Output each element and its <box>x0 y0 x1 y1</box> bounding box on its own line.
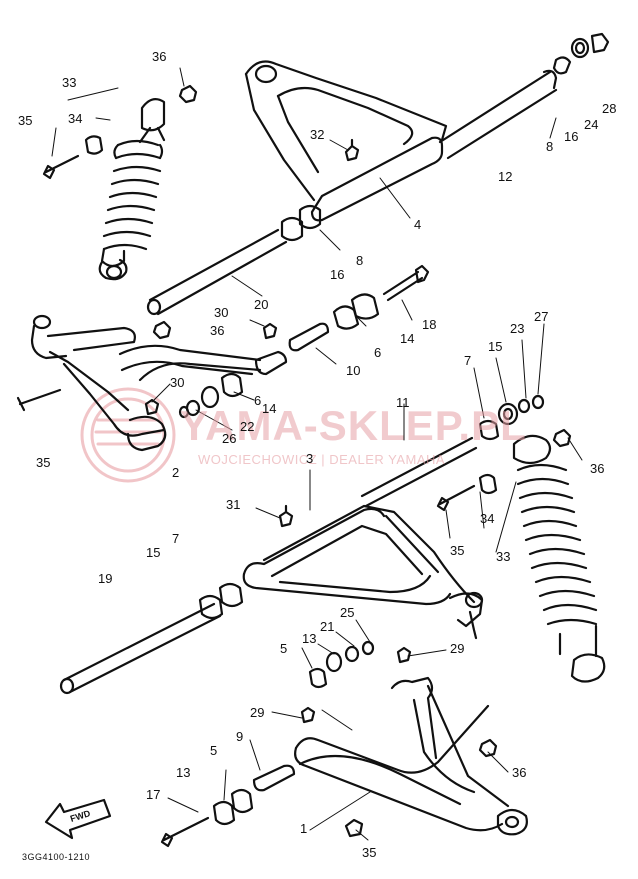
grease-nipple-30-icon <box>144 322 278 416</box>
callout-36-a: 36 <box>152 49 167 64</box>
fwd-arrow-icon <box>44 798 112 840</box>
callout-33-a: 33 <box>62 75 77 90</box>
callout-3: 3 <box>306 451 314 466</box>
callout-35-b: 35 <box>36 455 51 470</box>
callout-12: 12 <box>498 169 513 184</box>
callout-13-b: 13 <box>176 765 191 780</box>
nut-36-mid-icon <box>152 320 172 340</box>
callout-33-b: 33 <box>496 549 511 564</box>
callout-9: 9 <box>236 729 244 744</box>
frame-bracket-4 <box>244 60 558 222</box>
washers-16-24-28-icon <box>552 32 610 75</box>
middle-a-arm-3 <box>198 504 484 640</box>
drawing-code: 3GG4100-1210 <box>22 852 91 862</box>
callout-35-d: 35 <box>362 845 377 860</box>
callout-17: 17 <box>146 787 161 802</box>
nut-36-top-icon <box>178 84 198 104</box>
washers-5-13-21-25-icon <box>308 640 375 689</box>
callout-5-b: 5 <box>210 743 218 758</box>
callout-13-a: 13 <box>302 631 317 646</box>
bolt-35-right-icon <box>436 473 498 512</box>
callout-16-a: 16 <box>564 129 579 144</box>
callout-25: 25 <box>340 605 355 620</box>
left-shock-absorber <box>98 97 166 281</box>
shaft-20 <box>146 228 288 316</box>
callout-28: 28 <box>602 101 617 116</box>
bushings-8-16-icon <box>280 204 322 242</box>
callout-31: 31 <box>226 497 241 512</box>
callout-19: 19 <box>98 571 113 586</box>
watermark-title: YAMA-SKLEP.PL <box>180 402 527 449</box>
nut-36-right-icon <box>552 428 572 448</box>
nut-36-lower-icon <box>478 738 498 758</box>
callout-20: 20 <box>254 297 269 312</box>
bushings-6-14-icon <box>332 293 380 330</box>
callout-11: 11 <box>396 395 410 410</box>
watermark-subtitle: WOJCIECHOWICZ | DEALER YAMAHA <box>198 452 446 467</box>
callout-29-b: 29 <box>250 705 265 720</box>
callout-30-b: 30 <box>170 375 185 390</box>
callout-7-a: 7 <box>464 353 472 368</box>
callout-32: 32 <box>310 127 325 142</box>
callout-26: 26 <box>222 431 237 446</box>
upper-a-arm-2 <box>16 314 288 452</box>
spacer-10-icon <box>288 322 330 352</box>
callout-22: 22 <box>240 419 255 434</box>
callout-35-c: 35 <box>450 543 465 558</box>
callout-14-b: 14 <box>262 401 277 416</box>
callout-35-a: 35 <box>18 113 33 128</box>
callout-8-b: 8 <box>356 253 364 268</box>
bolt-18-icon <box>382 264 430 302</box>
lower-a-arm-1 <box>160 676 528 848</box>
callout-36-b: 36 <box>210 323 225 338</box>
callout-30-a: 30 <box>214 305 229 320</box>
callout-1: 1 <box>300 821 308 836</box>
grease-nipple-31-icon <box>278 504 294 528</box>
callout-14-a: 14 <box>400 331 415 346</box>
callout-5-a: 5 <box>280 641 288 656</box>
callout-7-b: 7 <box>172 531 180 546</box>
shaft-11 <box>360 436 478 508</box>
long-shaft-19 <box>59 602 222 695</box>
callout-6-a: 6 <box>374 345 382 360</box>
callout-27: 27 <box>534 309 549 324</box>
callout-21: 21 <box>320 619 335 634</box>
callout-29-a: 29 <box>450 641 465 656</box>
leader-lines <box>51 67 583 841</box>
callout-36-c: 36 <box>590 461 605 476</box>
callout-23: 23 <box>510 321 525 336</box>
callout-15-b: 15 <box>146 545 161 560</box>
callout-15-a: 15 <box>488 339 503 354</box>
washers-6-14-22-26-icon <box>178 372 244 419</box>
bushing-34-left-icon <box>84 135 104 155</box>
callout-34-b: 34 <box>480 511 495 526</box>
callout-8-a: 8 <box>546 139 554 154</box>
callout-4: 4 <box>414 217 422 232</box>
callout-16-b: 16 <box>330 267 345 282</box>
washers-7-15-23-27-icon <box>478 394 545 441</box>
callout-10: 10 <box>346 363 361 378</box>
bolt-35-left-icon <box>42 154 80 180</box>
callout-18: 18 <box>422 317 437 332</box>
grease-nipple-32-icon <box>344 138 360 162</box>
callout-2: 2 <box>172 465 180 480</box>
right-shock-absorber <box>512 434 606 683</box>
callout-36-d: 36 <box>512 765 527 780</box>
callout-6-b: 6 <box>254 393 262 408</box>
callout-24: 24 <box>584 117 599 132</box>
callout-34-a: 34 <box>68 111 83 126</box>
